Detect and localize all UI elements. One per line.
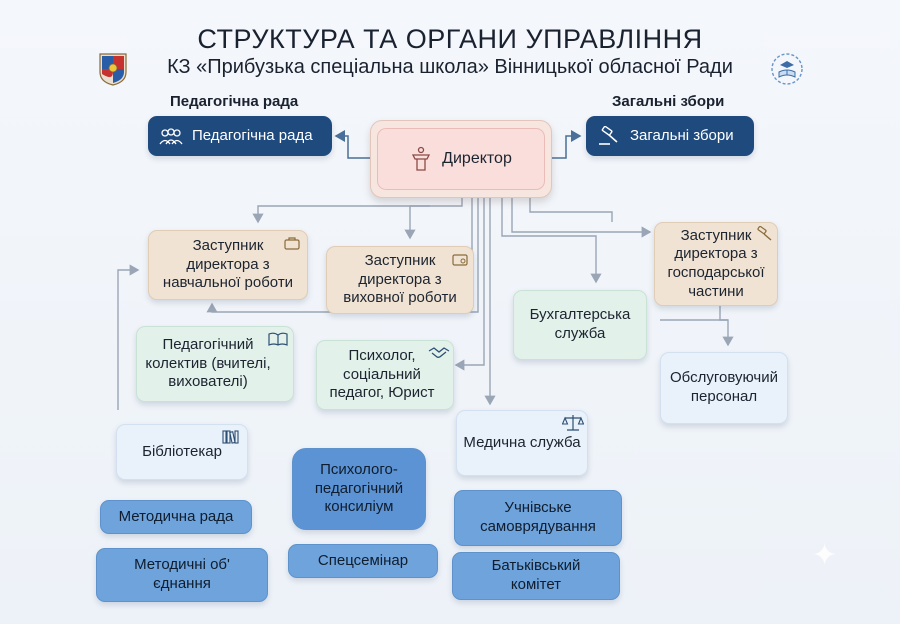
method-assoc-box[interactable]: Методичні об' єднання <box>96 548 268 602</box>
sparkle-icon: ✦ <box>812 539 838 572</box>
open-book-icon <box>268 332 288 346</box>
books-icon <box>222 430 239 444</box>
service-staff-box[interactable]: Обслуговуючий персонал <box>660 352 788 424</box>
handshake-icon <box>428 347 450 358</box>
deputy-education-box[interactable]: Заступник директора з навчальної роботи <box>148 230 308 300</box>
deputy-maintenance-text: Заступник директора з господарської част… <box>667 226 765 300</box>
method-council-box[interactable]: Методична рада <box>100 500 252 534</box>
ppk-text: Психолого-педагогічний консиліум <box>314 460 404 516</box>
general-meeting-box[interactable]: Загальні збори <box>586 116 754 156</box>
gavel-icon <box>599 126 618 145</box>
school-book-logo-icon <box>771 53 803 85</box>
deputy-upbringing-box[interactable]: Заступник директора з виховної роботи <box>326 246 474 314</box>
medical-box[interactable]: Медична служба <box>456 410 588 476</box>
method-assoc-text: Методичні об' єднання <box>134 556 230 592</box>
ped-council-text: Педагогічна рада <box>192 126 313 144</box>
coat-of-arms-icon <box>99 53 127 86</box>
ped-staff-text: Педагогічний колектив (вчителі, виховате… <box>145 335 271 391</box>
certificate-icon <box>452 254 468 266</box>
hammer-icon <box>757 226 772 241</box>
director-text: Директор <box>442 150 512 167</box>
podium-icon <box>412 146 431 171</box>
method-council-text: Методична рада <box>118 507 234 525</box>
accounting-text: Бухгалтерська служба <box>529 306 631 342</box>
director-box[interactable]: Директор <box>377 128 545 190</box>
deputy-upbringing-text: Заступник директора з виховної роботи <box>343 251 457 307</box>
psychologist-text: Психолог, соціальний педагог, Юрист <box>329 346 435 402</box>
deputy-maintenance-box[interactable]: Заступник директора з господарської част… <box>654 222 778 306</box>
ped-staff-box[interactable]: Педагогічний колектив (вчителі, виховате… <box>136 326 294 402</box>
ped-council-label: Педагогічна рада <box>170 93 299 110</box>
general-meeting-label: Загальні збори <box>612 93 725 110</box>
student-gov-text: Учнівське самоврядування <box>480 499 596 535</box>
special-seminar-text: Спецсемінар <box>317 551 409 569</box>
parent-committee-text: Батьківський комітет <box>491 557 581 593</box>
ped-council-box[interactable]: Педагогічна рада <box>148 116 332 156</box>
medical-text: Медична служба <box>463 433 581 451</box>
page-subtitle: КЗ «Прибузька спеціальна школа» Вінницьк… <box>167 56 733 78</box>
people-group-icon <box>159 128 183 145</box>
student-gov-box[interactable]: Учнівське самоврядування <box>454 490 622 546</box>
ppk-box[interactable]: Психолого-педагогічний консиліум <box>292 448 426 530</box>
librarian-text: Бібліотекар <box>142 442 222 460</box>
deputy-education-text: Заступник директора з навчальної роботи <box>162 236 294 292</box>
page-title: СТРУКТУРА ТА ОРГАНИ УПРАВЛІННЯ <box>197 24 703 54</box>
scales-icon <box>562 415 584 431</box>
accounting-box[interactable]: Бухгалтерська служба <box>513 290 647 360</box>
service-staff-text: Обслуговуючий персонал <box>670 369 778 405</box>
special-seminar-box[interactable]: Спецсемінар <box>288 544 438 578</box>
general-meeting-text: Загальні збори <box>630 126 734 144</box>
briefcase-icon <box>284 237 300 250</box>
parent-committee-box[interactable]: Батьківський комітет <box>452 552 620 600</box>
psychologist-box[interactable]: Психолог, соціальний педагог, Юрист <box>316 340 454 410</box>
